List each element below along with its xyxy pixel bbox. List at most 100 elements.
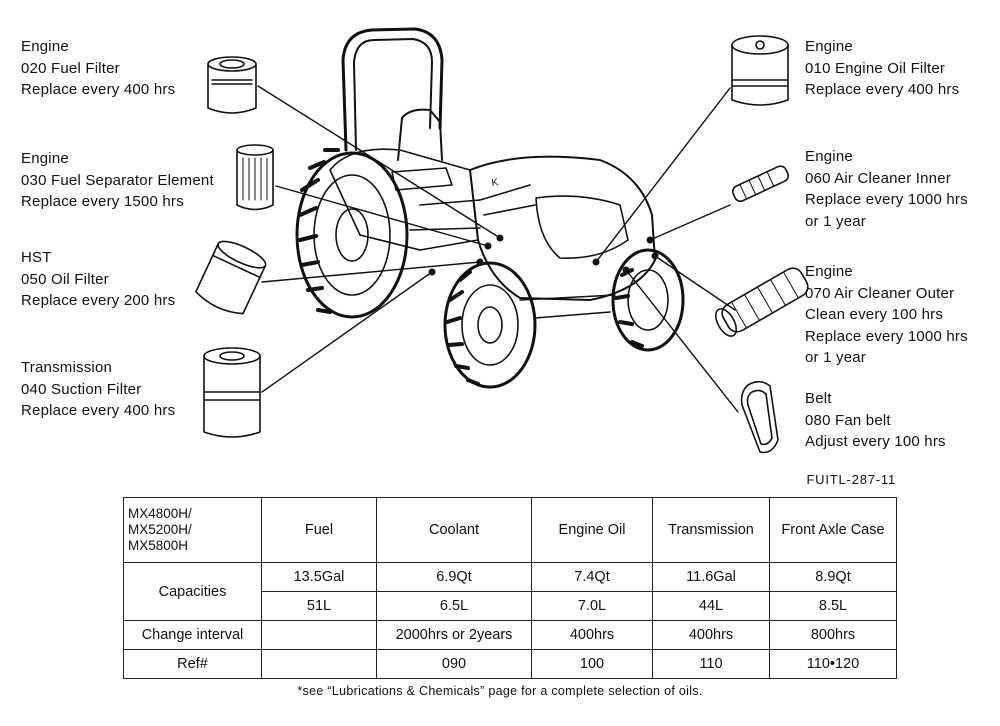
callout-fuel-filter: Engine 020 Fuel Filter Replace every 400… xyxy=(21,36,175,101)
callout-line: HST xyxy=(21,249,52,266)
row-label-capacities: Capacities xyxy=(123,562,262,621)
row-label-change-interval: Change interval xyxy=(123,620,262,650)
leader-line-engine-oil-filter xyxy=(595,87,731,263)
table-cell: 7.0L xyxy=(531,591,653,621)
callout-line: Engine xyxy=(21,38,69,55)
table-cell: 110•120 xyxy=(769,649,897,679)
fuel-separator-part xyxy=(236,144,274,211)
model-name: MX5200H/ xyxy=(128,522,192,537)
callout-line: Engine xyxy=(805,263,853,280)
callout-fuel-separator: Engine 030 Fuel Separator Element Replac… xyxy=(21,148,214,213)
callout-line: 010 Engine Oil Filter xyxy=(805,59,946,77)
column-header-front-axle-case: Front Axle Case xyxy=(769,497,897,563)
fan-belt-part xyxy=(740,380,779,454)
table-cell: 6.9Qt xyxy=(376,562,532,592)
callout-suction-filter: Transmission 040 Suction Filter Replace … xyxy=(21,357,175,422)
callout-line: Engine xyxy=(805,148,853,165)
model-name: MX4800H/ xyxy=(128,506,192,521)
front-right-tire xyxy=(611,248,685,352)
callout-line: Replace every 1000 hrs xyxy=(805,191,968,208)
callout-line: Clean every 100 hrs xyxy=(805,306,944,323)
table-cell: 2000hrs or 2years xyxy=(376,620,532,650)
callout-air-cleaner-outer: Engine 070 Air Cleaner Outer Clean every… xyxy=(805,261,968,369)
callout-line: Replace every 400 hrs xyxy=(21,402,176,419)
callout-fan-belt: Belt 080 Fan belt Adjust every 100 hrs xyxy=(805,388,946,453)
table-cell: 51L xyxy=(261,591,377,621)
callout-line: or 1 year xyxy=(805,349,866,366)
callout-line: 060 Air Cleaner Inner xyxy=(805,169,951,187)
footnote: *see “Lubrications & Chemicals” page for… xyxy=(297,684,703,698)
row-label-ref: Ref# xyxy=(123,649,262,679)
svg-text:K: K xyxy=(491,177,499,189)
tractor-maintenance-diagram: K xyxy=(195,27,809,454)
callout-line: Replace every 200 hrs xyxy=(21,292,176,309)
capacities-table: MX4800H/ MX5200H/ MX5800H Fuel Coolant E… xyxy=(123,497,897,679)
table-cell: 100 xyxy=(531,649,653,679)
column-header-engine-oil: Engine Oil xyxy=(531,497,653,563)
callout-line: Replace every 400 hrs xyxy=(805,81,960,98)
callout-line: Replace every 1500 hrs xyxy=(21,193,184,210)
callout-line: Replace every 400 hrs xyxy=(21,81,176,98)
callout-engine-oil-filter: Engine 010 Engine Oil Filter Replace eve… xyxy=(805,36,959,101)
table-cell: 800hrs xyxy=(769,620,897,650)
callout-line: 020 Fuel Filter xyxy=(21,59,120,77)
table-row: Capacities 13.5Gal 6.9Qt 7.4Qt 11.6Gal 8… xyxy=(123,562,897,621)
table-cell xyxy=(261,620,377,650)
leader-line-fan-belt xyxy=(625,269,739,413)
table-cell: 8.5L xyxy=(769,591,897,621)
leader-line-fuel-separator xyxy=(275,185,489,247)
callout-line: Adjust every 100 hrs xyxy=(805,433,946,450)
table-cell xyxy=(261,649,377,679)
callout-line: 050 Oil Filter xyxy=(21,270,109,288)
hst-oil-filter-part xyxy=(195,240,267,315)
front-left-tire xyxy=(443,261,537,389)
column-header-coolant: Coolant xyxy=(376,497,532,563)
table-row: 51L 6.5L 7.0L 44L 8.5L xyxy=(124,591,897,621)
seat xyxy=(397,108,443,161)
table-cell: 6.5L xyxy=(376,591,532,621)
fuel-filter-part xyxy=(207,56,257,114)
callout-air-cleaner-inner: Engine 060 Air Cleaner Inner Replace eve… xyxy=(805,146,968,232)
table-cell: 8.9Qt xyxy=(769,562,897,592)
table-row: Ref# 090 100 110 110•120 xyxy=(123,649,897,679)
air-cleaner-outer-part xyxy=(715,267,809,337)
leader-line-fuel-filter xyxy=(257,85,501,239)
leader-line-hst-oil-filter xyxy=(261,261,481,283)
callout-hst-oil-filter: HST 050 Oil Filter Replace every 200 hrs xyxy=(21,247,175,312)
table-cell: 7.4Qt xyxy=(531,562,653,592)
model-cell: MX4800H/ MX5200H/ MX5800H xyxy=(123,497,262,563)
callout-line: 080 Fan belt xyxy=(805,411,891,429)
callout-line: 040 Suction Filter xyxy=(21,380,142,398)
leader-line-suction-filter xyxy=(261,271,433,393)
table-cell: 44L xyxy=(652,591,770,621)
callout-line: Engine xyxy=(21,150,69,167)
tractor-hood xyxy=(469,155,656,301)
callout-line: Replace every 1000 hrs xyxy=(805,327,968,345)
column-header-transmission: Transmission xyxy=(652,497,770,563)
table-header-row: MX4800H/ MX5200H/ MX5800H Fuel Coolant E… xyxy=(123,497,897,563)
callout-line: Engine xyxy=(805,38,853,55)
callout-line: 070 Air Cleaner Outer xyxy=(805,284,955,302)
callout-line: Belt xyxy=(805,390,832,407)
table-cell: 090 xyxy=(376,649,532,679)
engine-oil-filter-part xyxy=(731,35,789,106)
table-cell: 110 xyxy=(652,649,770,679)
table-cell: 400hrs xyxy=(531,620,653,650)
rops-roll-bar xyxy=(341,27,444,152)
leader-line-air-cleaner-inner xyxy=(649,204,731,241)
air-cleaner-inner-part xyxy=(731,165,789,203)
table-cell: 11.6Gal xyxy=(652,562,770,592)
rear-fender xyxy=(329,148,479,251)
callout-line: 030 Fuel Separator Element xyxy=(21,171,214,189)
suction-filter-part xyxy=(203,347,261,438)
table-row: Change interval 2000hrs or 2years 400hrs… xyxy=(123,620,897,650)
table-cell: 400hrs xyxy=(652,620,770,650)
column-header-fuel: Fuel xyxy=(261,497,377,563)
callout-line: Transmission xyxy=(21,359,113,376)
figure-code: FUITL-287-11 xyxy=(806,472,896,487)
model-name: MX5800H xyxy=(128,538,189,553)
table-cell: 13.5Gal xyxy=(261,562,377,592)
leader-line-air-cleaner-outer xyxy=(654,255,736,311)
rear-tire xyxy=(295,151,409,319)
callout-line: or 1 year xyxy=(805,212,866,230)
